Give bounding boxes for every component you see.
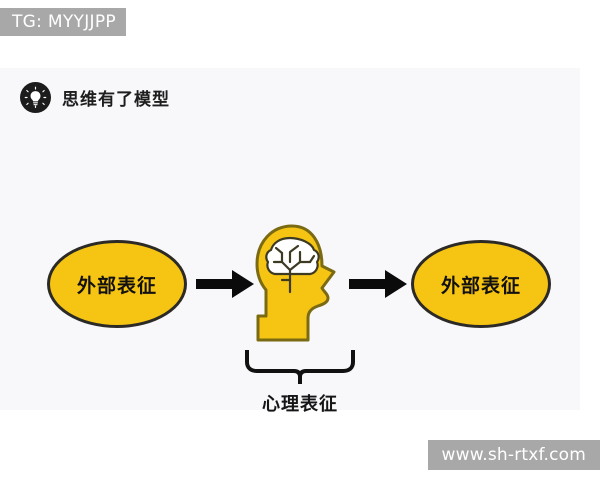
card-header: 思维有了模型 [20, 82, 170, 113]
bottom-watermark-text: www.sh-rtxf.com [441, 445, 586, 465]
node-label-left: 外部表征 [76, 274, 157, 297]
top-watermark-text: TG: MYYJJPP [12, 12, 116, 32]
curly-brace-icon [244, 348, 356, 386]
top-watermark-badge: TG: MYYJJPP [0, 8, 126, 36]
brain-icon [265, 236, 320, 294]
diagram-stage: 外部表征 [0, 68, 580, 415]
page-title: 思维有了模型 [62, 90, 170, 110]
arrow-left-to-head [196, 268, 254, 300]
node-label-right: 外部表征 [440, 274, 521, 297]
arrow-head-to-right [349, 268, 407, 300]
bottom-watermark-badge: www.sh-rtxf.com [427, 440, 600, 470]
lightbulb-icon [20, 82, 51, 113]
node-external-representation-right[interactable]: 外部表征 [411, 240, 551, 328]
annotation-label-mental-representation: 心理表征 [262, 394, 338, 415]
node-mental-representation-head[interactable] [252, 222, 344, 346]
node-external-representation-left[interactable]: 外部表征 [47, 240, 187, 328]
diagram-card: 思维有了模型 外部表征 [0, 68, 580, 415]
